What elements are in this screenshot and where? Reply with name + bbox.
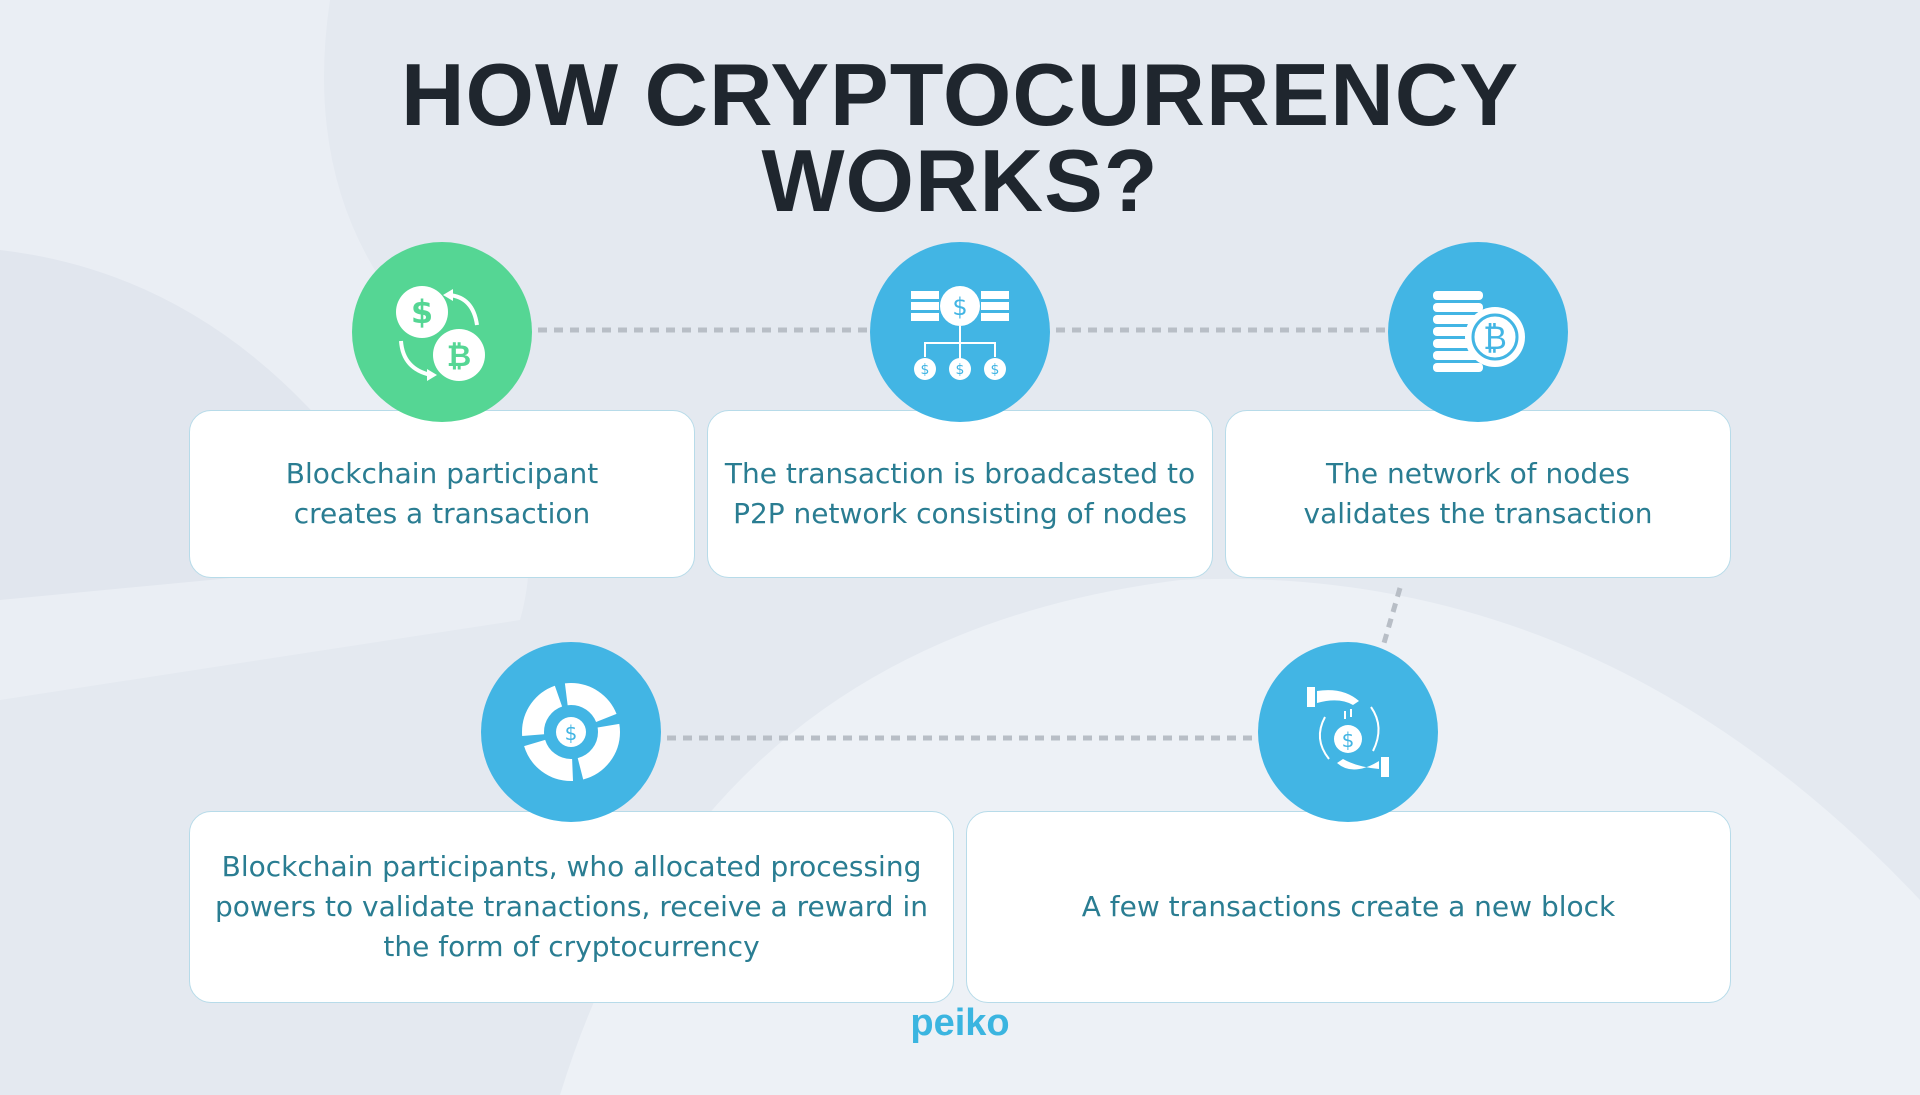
bitcoin-coin-stack-icon: ₿ [1388, 242, 1568, 422]
svg-text:₿: ₿ [447, 339, 471, 374]
step-3-text: The network of nodes validates the trans… [1303, 457, 1653, 530]
step-card-3: The network of nodes validates the trans… [1225, 410, 1731, 578]
step-2-text: The transaction is broadcasted to P2P ne… [724, 457, 1196, 530]
step-1-text: Blockchain participant creates a transac… [285, 457, 599, 530]
svg-text:$: $ [921, 362, 930, 378]
step-card-4: A few transactions create a new block [966, 811, 1731, 1003]
svg-text:$: $ [956, 362, 965, 378]
svg-text:$: $ [1342, 728, 1355, 752]
step-5-text: Blockchain participants, who allocated p… [214, 850, 928, 963]
title-line-2: WORKS? [761, 131, 1159, 230]
step-4-text: A few transactions create a new block [1081, 890, 1616, 923]
page-title: HOW CRYPTOCURRENCY WORKS? [0, 45, 1920, 230]
connector-3-4 [1379, 587, 1403, 651]
hands-dollar-exchange-icon: $ [1258, 642, 1438, 822]
svg-text:$: $ [991, 362, 1000, 378]
svg-text:₿: ₿ [1483, 319, 1507, 357]
svg-text:$: $ [952, 293, 967, 321]
step-card-5: Blockchain participants, who allocated p… [189, 811, 954, 1003]
peiko-logo: peiko [910, 1002, 1010, 1044]
svg-text:$: $ [565, 721, 578, 745]
step-card-2: The transaction is broadcasted to P2P ne… [707, 410, 1213, 578]
dollar-pie-chart-icon: $ [481, 642, 661, 822]
title-line-1: HOW CRYPTOCURRENCY [400, 45, 1520, 144]
currency-exchange-icon: $ ₿ [352, 242, 532, 422]
step-card-1: Blockchain participant creates a transac… [189, 410, 695, 578]
network-distribution-icon: $ $ $ $ [870, 242, 1050, 422]
svg-text:$: $ [411, 293, 433, 331]
